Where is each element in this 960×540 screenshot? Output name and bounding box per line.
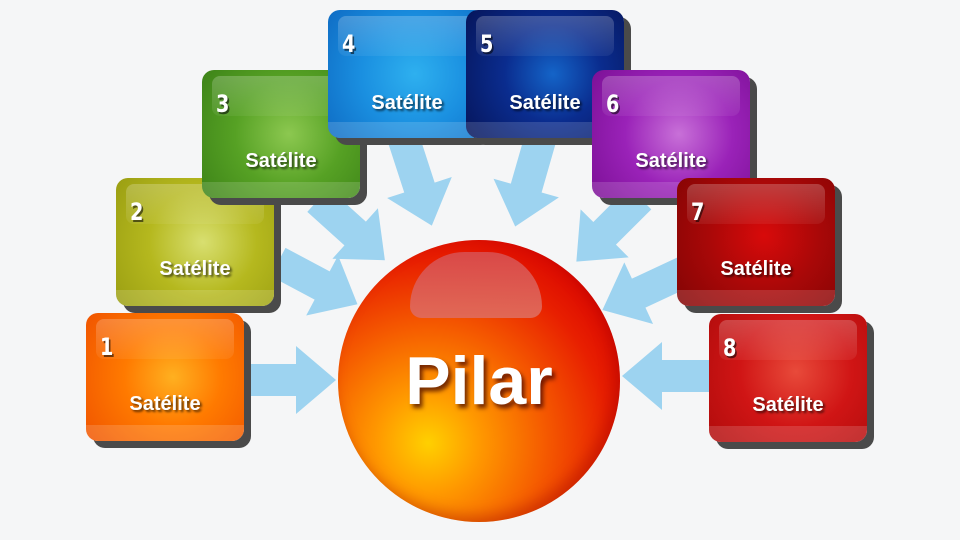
base: [86, 425, 244, 441]
base: [677, 290, 835, 306]
gloss: [338, 16, 476, 56]
arrow-icon: [371, 129, 465, 237]
arrow-icon: [246, 346, 336, 414]
base: [709, 426, 867, 442]
gloss: [96, 319, 234, 359]
arrow-icon: [482, 130, 573, 236]
satellite-7: 7 Satélite: [677, 178, 835, 306]
satellite-label: Satélite: [245, 150, 317, 172]
satellite-6: 6 Satélite: [592, 70, 750, 198]
satellite-label: Satélite: [129, 393, 201, 415]
satellite-4: 4 Satélite: [328, 10, 486, 138]
satellite-number: 5: [480, 30, 494, 58]
arrow-icon: [622, 342, 712, 410]
gloss: [476, 16, 614, 56]
satellite-number: 6: [606, 90, 620, 118]
satellite-number: 2: [130, 198, 144, 226]
satellite-label: Satélite: [720, 258, 792, 280]
satellite-label: Satélite: [509, 92, 581, 114]
gloss: [719, 320, 857, 360]
satellite-number: 3: [216, 90, 230, 118]
satellite-label: Satélite: [159, 258, 231, 280]
satellite-1: 1 Satélite: [86, 313, 244, 441]
base: [202, 182, 360, 198]
sphere-highlight: [410, 252, 542, 318]
gloss: [212, 76, 350, 116]
satellite-number: 4: [342, 30, 356, 58]
satellite-label: Satélite: [635, 150, 707, 172]
pilar-label: Pilar: [405, 343, 553, 419]
gloss: [602, 76, 740, 116]
gloss: [687, 184, 825, 224]
base: [466, 122, 624, 138]
base: [116, 290, 274, 306]
satellite-label: Satélite: [371, 92, 443, 114]
satellite-8: 8 Satélite: [709, 314, 867, 442]
satellite-number: 7: [691, 198, 705, 226]
satellite-label: Satélite: [752, 394, 824, 416]
pilar-sphere: Pilar: [338, 240, 620, 522]
base: [328, 122, 486, 138]
satellite-number: 1: [100, 333, 114, 361]
satellite-number: 8: [723, 334, 737, 362]
